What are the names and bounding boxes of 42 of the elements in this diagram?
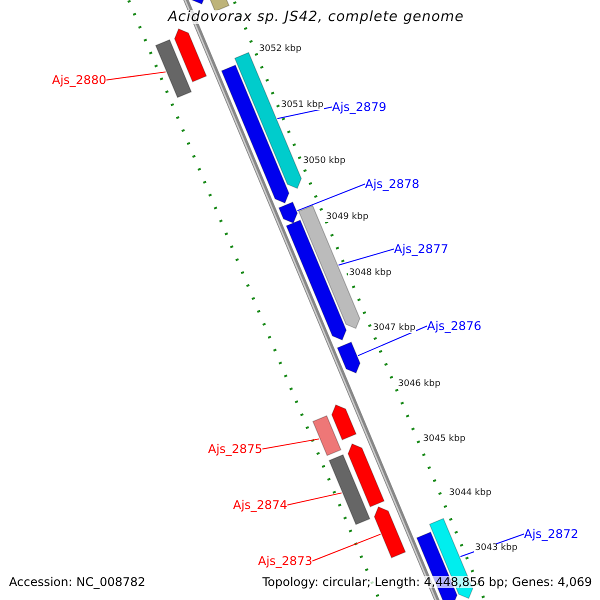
gene-feature (234, 52, 302, 190)
leader-line (106, 71, 166, 80)
leader-line (358, 326, 428, 356)
accession-text: Accession: NC_008782 (9, 576, 146, 588)
tick-label: 3046 kbp (397, 380, 442, 389)
leader-line (296, 184, 366, 212)
gene-label: Ajs_2875 (208, 443, 262, 455)
gene-label: Ajs_2880 (52, 74, 106, 86)
gene-feature (312, 415, 342, 456)
gene-feature (348, 443, 385, 508)
gene-label: Ajs_2874 (233, 499, 288, 511)
gene-label: Ajs_2873 (258, 555, 312, 567)
leader-line (276, 106, 332, 120)
gene-label: Ajs_2877 (394, 243, 448, 255)
leader-line (262, 438, 320, 450)
gene-feature (374, 506, 406, 558)
gene-feature (190, 0, 206, 5)
tick-label: 3047 kbp (372, 324, 416, 333)
gene-label: Ajs_2872 (524, 528, 578, 540)
leader-line (338, 248, 394, 266)
gene-feature (209, 0, 230, 12)
gene-feature (336, 341, 361, 374)
gene-feature (331, 404, 357, 440)
tick-label: 3045 kbp (422, 435, 466, 444)
genome-info-text: Topology: circular; Length: 4,448,856 bp; Genes: 4,069 (262, 576, 592, 588)
tick-label: 3052 kbp (258, 45, 302, 54)
tick-label: 3050 kbp (302, 157, 346, 166)
leader-line (312, 534, 382, 562)
tick-label: 3049 kbp (325, 213, 370, 222)
title: Acidovorax sp. JS42, complete genome (168, 10, 464, 24)
gene-feature (286, 219, 347, 341)
gene-label: Ajs_2879 (332, 101, 386, 113)
tick-label: 3044 kbp (448, 489, 492, 498)
leader-line (286, 492, 342, 506)
gene-feature (174, 28, 208, 82)
gene-feature (155, 39, 192, 98)
gene-label: Ajs_2878 (365, 178, 420, 190)
tick-label: 3051 kbp (280, 101, 324, 110)
gene-label: Ajs_2876 (427, 320, 482, 332)
gene-feature (328, 454, 370, 526)
tick-label: 3048 kbp (348, 269, 392, 278)
tick-label: 3043 kbp (474, 544, 518, 553)
